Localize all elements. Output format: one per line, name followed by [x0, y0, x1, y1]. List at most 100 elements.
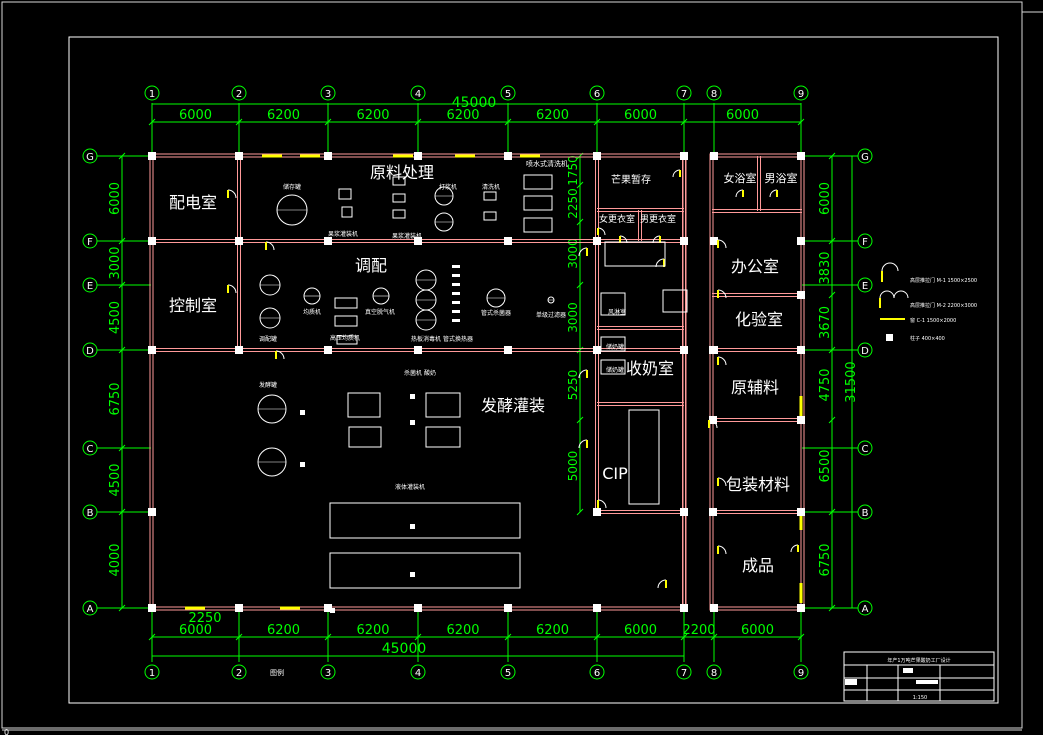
equipment-unit — [341, 206, 353, 218]
axis-bubble — [589, 85, 605, 101]
dim-label-v: 5000 — [566, 451, 580, 482]
structural-column — [680, 237, 688, 245]
door-arc — [735, 189, 744, 198]
dim-label-v: 2250 — [566, 188, 580, 219]
dim-tick — [118, 152, 126, 160]
axis-label-col: 5 — [505, 89, 511, 100]
axis-bubble — [857, 440, 873, 456]
equip-label-7: 调配罐 — [259, 335, 277, 343]
door-arc — [275, 350, 285, 360]
axis-bubble — [676, 85, 692, 101]
dim-tick — [118, 237, 126, 245]
axis-label-col: 9 — [798, 89, 804, 100]
dim-tick — [828, 291, 836, 299]
room-fajiao: 发酵灌装 — [481, 396, 545, 415]
room-shounai: 收奶室 — [626, 359, 674, 378]
dim-label: 6200 — [267, 108, 300, 123]
axis-bubble — [793, 664, 809, 680]
equipment-unit — [334, 297, 358, 309]
door-arc — [672, 169, 681, 178]
door-arc — [597, 499, 607, 509]
dim-label-v: 4500 — [108, 463, 123, 496]
structural-column — [797, 346, 805, 354]
equip-label-5: 清洗机 — [482, 183, 500, 191]
axis-label-row: E — [87, 281, 93, 292]
dim-label-v: 6000 — [108, 182, 123, 215]
equip-label-13: 管式杀菌器 — [481, 309, 511, 317]
dim-label: 6000 — [726, 108, 759, 123]
structural-column — [797, 291, 805, 299]
door-arc — [717, 356, 727, 366]
legend-item-3: 窗 C-1 1500×2000 — [910, 317, 956, 324]
structural-column — [148, 604, 156, 612]
equip-label-2: 果浆灌装机 — [328, 230, 358, 238]
axis-label-row: A — [862, 604, 869, 615]
axis-bubble — [82, 342, 98, 358]
axis-bubble — [144, 664, 160, 680]
structural-column — [797, 416, 805, 424]
dim-label-v: 5250 — [566, 370, 580, 401]
structural-column — [235, 346, 243, 354]
pump-marker — [452, 310, 460, 313]
dim-tick — [593, 118, 601, 126]
dim-label: 6200 — [446, 623, 479, 638]
door-arc — [597, 227, 606, 236]
legend: 高层推拉门 M-1 1500×2500 高层推拉门 M-2 2200×3000 … — [879, 262, 977, 342]
structural-column — [148, 152, 156, 160]
axis-label-col: 6 — [594, 89, 600, 100]
dim-label-v: 6750 — [108, 382, 123, 415]
dim-tick — [828, 604, 836, 612]
room-nangeng: 男更衣室 — [640, 213, 676, 225]
axis-bubble — [857, 504, 873, 520]
dim-tick — [235, 118, 243, 126]
equip-label-19: 液体灌装机 — [395, 483, 425, 491]
equip-label-16: 储奶罐 — [606, 366, 624, 374]
equip-label-10: 真空脱气机 — [365, 308, 395, 316]
equipment-unit — [347, 392, 381, 418]
axis-label-col: 8 — [711, 89, 717, 100]
dim-tick — [324, 633, 332, 641]
dim-tick — [680, 118, 688, 126]
dim-tick — [148, 118, 156, 126]
door-arc — [227, 284, 237, 294]
axis-bubble — [231, 85, 247, 101]
structural-column — [593, 237, 601, 245]
equip-label-15: 储奶罐 — [606, 343, 624, 351]
structural-column — [235, 237, 243, 245]
axis-bubble — [706, 664, 722, 680]
axis-bubble — [410, 85, 426, 101]
room-yuanliao: 原料处理 — [370, 163, 434, 182]
axis-bubble — [320, 85, 336, 101]
axis-label-col: 2 — [236, 668, 242, 679]
column-symbol — [886, 334, 893, 341]
dim-label-v: 6500 — [818, 449, 833, 482]
equip-label-12: 管式换热器 — [443, 335, 473, 343]
axis-label-col: 4 — [415, 668, 421, 679]
equipment-unit — [329, 502, 521, 539]
room-bangong: 办公室 — [731, 257, 779, 276]
equipment-unit — [523, 195, 553, 211]
dim-tick — [576, 416, 584, 424]
structural-column — [235, 604, 243, 612]
structural-column — [593, 346, 601, 354]
dim-tick — [504, 118, 512, 126]
structural-column — [709, 508, 717, 516]
structural-column — [414, 604, 422, 612]
room-chengpin: 成品 — [742, 556, 774, 575]
room-huayan: 化验室 — [735, 310, 783, 329]
structural-column — [414, 237, 422, 245]
dim-label: 6200 — [446, 108, 479, 123]
room-baozhuang: 包装材料 — [726, 475, 790, 494]
axis-label-col: 7 — [681, 89, 687, 100]
viewport-border — [1, 1, 1023, 729]
axis-label-row: E — [862, 281, 868, 292]
dim-tick — [828, 416, 836, 424]
axis-bubble — [410, 664, 426, 680]
equip-label-18: 杀菌机 酸奶 — [404, 369, 436, 377]
axis-bubble — [706, 85, 722, 101]
equipment-unit — [604, 241, 666, 267]
structural-column — [710, 152, 718, 160]
room-mangguo: 芒果暂存 — [611, 173, 651, 186]
structural-column — [680, 152, 688, 160]
structural-column — [797, 152, 805, 160]
